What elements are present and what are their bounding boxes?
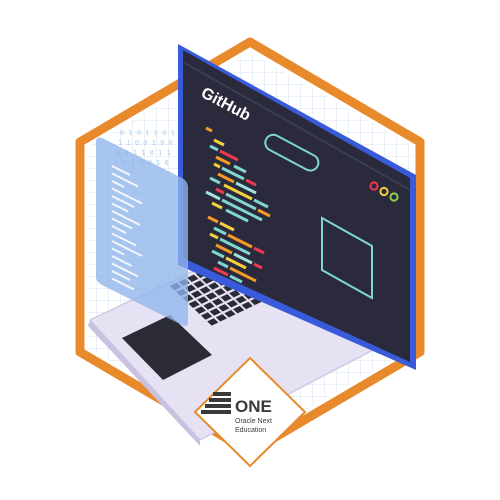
- code-token: [213, 162, 221, 169]
- hologram-line: [111, 240, 143, 257]
- hologram-line: [111, 187, 143, 205]
- badge-line2: Education: [235, 427, 266, 434]
- code-editor: [205, 126, 271, 284]
- code-token: [215, 243, 233, 255]
- hologram-line: [111, 255, 133, 267]
- code-token: [229, 266, 257, 283]
- code-token: [209, 144, 219, 152]
- hologram-line: [111, 225, 127, 234]
- keyboard-key: [220, 294, 232, 302]
- keyboard-key: [199, 286, 211, 294]
- keyboard-key: [212, 298, 224, 306]
- keyboard-key: [235, 295, 247, 304]
- hologram-line: [111, 247, 125, 256]
- keyboard-key: [233, 305, 245, 314]
- code-token: [253, 246, 265, 255]
- code-token: [227, 233, 253, 249]
- code-token: [213, 266, 229, 277]
- hologram-line: [111, 262, 139, 278]
- code-token: [221, 166, 245, 181]
- hologram-line: [111, 172, 139, 188]
- keyboard-key: [205, 292, 217, 300]
- code-token: [217, 260, 229, 269]
- keyboard-key: [197, 296, 209, 304]
- hologram-line: [111, 165, 131, 176]
- hologram-line: [111, 277, 135, 291]
- keyboard-key: [193, 280, 205, 288]
- window-controls: [369, 181, 399, 202]
- badge-name: ONE: [235, 397, 272, 416]
- hologram-line: [111, 180, 125, 188]
- svg-text:1 1 0 0 1 0 0: 1 1 0 0 1 0 0: [118, 139, 173, 147]
- oracle-one-logo-icon: [201, 392, 231, 414]
- keyboard-key: [215, 314, 227, 322]
- code-token: [221, 198, 263, 222]
- window-dot: [389, 192, 399, 202]
- code-token: [205, 190, 221, 201]
- hologram-line: [111, 217, 133, 230]
- code-token: [235, 181, 257, 195]
- hologram-panel: [96, 137, 188, 326]
- keyboard-key: [187, 274, 199, 283]
- keyboard-key: [218, 304, 230, 312]
- keyboard-key: [209, 308, 221, 316]
- keyboard-key: [207, 318, 219, 326]
- hologram-line: [111, 202, 129, 213]
- code-token: [213, 138, 225, 147]
- keyboard-key: [214, 288, 226, 296]
- code-token: [225, 192, 257, 211]
- keyboard-key: [194, 306, 206, 314]
- keyboard-key: [188, 300, 200, 308]
- keyboard-key: [201, 312, 213, 320]
- keyboard-key: [241, 301, 253, 310]
- hologram-line: [111, 270, 131, 281]
- code-token: [245, 178, 257, 187]
- code-token: [225, 208, 249, 223]
- code-token: [223, 183, 253, 201]
- hologram-line: [111, 210, 141, 226]
- preview-panel: [321, 216, 373, 300]
- code-token: [217, 172, 235, 184]
- keyboard-key: [208, 282, 220, 290]
- keyboard-key: [191, 290, 203, 298]
- keyboard-key: [229, 290, 241, 298]
- code-token: [253, 262, 263, 270]
- code-token: [233, 164, 247, 174]
- hologram-line: [111, 232, 137, 247]
- svg-text:0 0 1 1 0 1 1: 0 0 1 1 0 1 1: [116, 149, 171, 157]
- one-badge: ONE Oracle Next Education: [193, 356, 307, 468]
- trackpad: [122, 315, 212, 380]
- svg-text:0 1 0 1 1 0 1: 0 1 0 1 1 0 1: [120, 129, 175, 137]
- hologram-line: [111, 195, 135, 208]
- window-dot: [379, 186, 389, 197]
- code-token: [219, 237, 251, 256]
- code-token: [257, 208, 271, 218]
- code-token: [207, 215, 219, 224]
- address-bar: [264, 133, 320, 172]
- keyboard-key: [224, 310, 236, 318]
- badge-line1: Oracle Next: [235, 418, 272, 425]
- laptop-screen: GitHub: [178, 44, 416, 370]
- screen-display: [183, 50, 410, 362]
- code-token: [219, 221, 235, 232]
- code-token: [215, 155, 231, 166]
- code-token: [211, 201, 223, 210]
- keyboard-key: [203, 302, 215, 310]
- code-token: [205, 126, 213, 133]
- code-token: [219, 149, 239, 162]
- code-token: [213, 226, 227, 236]
- code-token: [215, 187, 225, 195]
- code-token: [229, 274, 243, 284]
- keyboard-key: [226, 300, 238, 308]
- laptop-edge: [88, 320, 200, 446]
- code-token: [253, 198, 269, 209]
- window-dot: [369, 181, 379, 191]
- code-token: [209, 176, 221, 185]
- code-token: [211, 249, 225, 259]
- code-token: [225, 256, 247, 270]
- code-token: [209, 232, 219, 240]
- hologram-code: [111, 165, 143, 291]
- code-token: [233, 252, 253, 265]
